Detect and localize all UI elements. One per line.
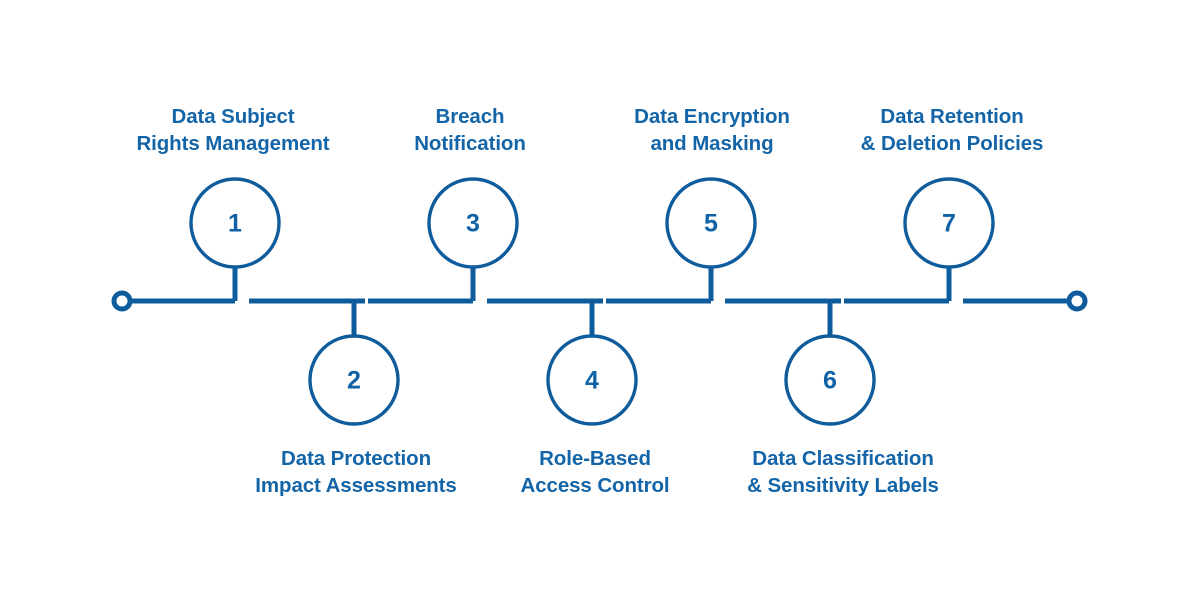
step-label-line1: Role-Based — [539, 447, 651, 470]
timeline-start-endcap-icon — [111, 290, 133, 312]
step-circle-1[interactable] — [189, 177, 281, 269]
step-label-line1: Data Protection — [281, 447, 431, 470]
step-circle-6[interactable] — [784, 334, 876, 426]
step-label-line2: and Masking — [650, 132, 774, 155]
step-label-line2: & Deletion Policies — [860, 132, 1044, 155]
step-circle-4[interactable] — [546, 334, 638, 426]
step-label-5: Data Encryption and Masking — [634, 103, 790, 157]
step-circle-5[interactable] — [665, 177, 757, 269]
step-circle-7[interactable] — [903, 177, 995, 269]
step-label-line2: Access Control — [520, 474, 670, 497]
step-label-7: Data Retention & Deletion Policies — [861, 103, 1044, 157]
step-label-line2: Rights Management — [136, 132, 330, 155]
timeline-step-circles — [189, 177, 995, 426]
step-circle-3[interactable] — [427, 177, 519, 269]
step-label-6: Data Classification & Sensitivity Labels — [747, 445, 939, 499]
step-label-line2: Notification — [414, 132, 526, 155]
step-label-line1: Data Classification — [752, 447, 934, 470]
step-label-line1: Data Subject — [171, 105, 295, 128]
step-circle-2[interactable] — [308, 334, 400, 426]
timeline-connectors — [232, 267, 952, 336]
timeline-endcaps — [111, 290, 1088, 312]
step-label-line2: & Sensitivity Labels — [747, 474, 939, 497]
timeline-end-endcap-icon — [1066, 290, 1088, 312]
step-label-line1: Breach — [435, 105, 505, 128]
step-label-line1: Data Encryption — [634, 105, 790, 128]
step-label-line1: Data Retention — [880, 105, 1024, 128]
step-label-line2: Impact Assessments — [255, 474, 457, 497]
